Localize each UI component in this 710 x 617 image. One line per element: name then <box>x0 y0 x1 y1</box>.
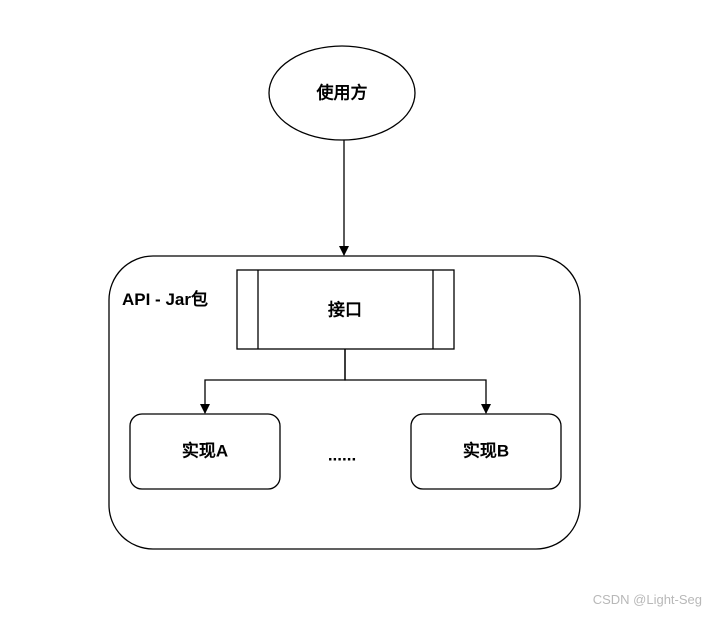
watermark-text: CSDN @Light-Seg <box>592 592 702 607</box>
user-node <box>268 45 416 141</box>
container-label: API - Jar包 <box>122 290 208 309</box>
interface-to-impl-b-arrow <box>344 349 491 414</box>
impl-b-label: 实现B <box>462 441 510 461</box>
user-label: 使用方 <box>316 83 368 103</box>
impl-a-node <box>129 413 281 490</box>
ellipsis-label: ...... <box>327 445 357 465</box>
interface-label: 接口 <box>328 300 362 320</box>
impl-a-label: 实现A <box>181 441 229 461</box>
impl-b-node <box>410 413 562 490</box>
